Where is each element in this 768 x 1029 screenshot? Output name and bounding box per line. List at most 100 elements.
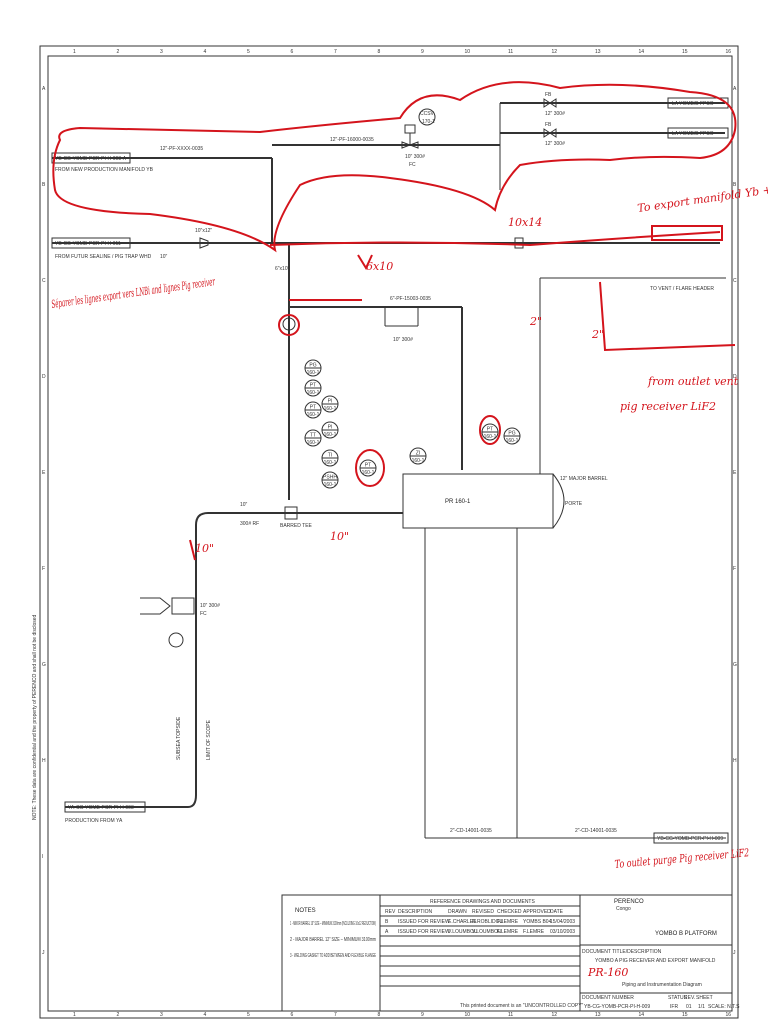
barred-tee-label: BARRED TEE (280, 523, 313, 529)
valve-label: 10" 300# (393, 337, 413, 343)
svg-text:PI: PI (328, 399, 333, 405)
valve-icon (543, 98, 551, 108)
svg-text:160-1: 160-1 (307, 390, 320, 396)
grid-col-label: 3 (160, 49, 163, 55)
pipe-inlet-run (187, 512, 403, 808)
diagram-type: Piping and Instrumentation Diagram (622, 982, 702, 988)
svg-text:PT: PT (310, 383, 316, 389)
svg-text:160-1: 160-1 (307, 370, 320, 376)
rev-cell: B (385, 919, 389, 925)
rev-cell: F.LEMRE (497, 919, 519, 925)
grid-row-label: E (733, 470, 737, 476)
rev-cell: YOMBS B04 (523, 919, 552, 925)
doc-title: YOMBO A PIG RECEIVER AND EXPORT MANIFOLD (595, 958, 716, 964)
svg-text:PT: PT (310, 405, 316, 411)
company-sub: Congo (616, 906, 631, 912)
markup-size-2a: 2" (529, 315, 542, 328)
rev-cell: R.ROBLIDOU (472, 919, 504, 925)
control-valve-body (171, 597, 195, 615)
grid-col-label: 11 (508, 1012, 513, 1018)
reducer-10x12-label: 10"x12" (195, 228, 212, 234)
to-vent-flare-label: TO VENT / FLARE HEADER (650, 286, 714, 292)
grid-column-labels: 1122334455667788991010111112121313141415… (73, 49, 731, 1018)
markup-size-10a: 10" (195, 542, 214, 555)
grid-col-label: 5 (247, 1012, 250, 1018)
grid-col-label: 14 (639, 1012, 645, 1018)
grid-col-label: 15 (682, 49, 688, 55)
offpage-tag-drain (653, 832, 729, 844)
rev-cell: ISSUED FOR REVIEW (398, 929, 450, 935)
grid-col-label: 16 (726, 1012, 732, 1018)
markup-arrow (357, 254, 373, 271)
tag-from-future: YB-CG-YOMB-PCR-PI-H-011 (55, 241, 121, 247)
drain-out-tag: YB-CG-YOMB-PCR-PI-H-009 (657, 836, 723, 842)
grid-col-label: 8 (378, 49, 381, 55)
markup-pt-circle (479, 415, 501, 445)
subsea-topside-label: SUBSEA TOPSIDE (176, 716, 182, 760)
grid-col-label: 12 (552, 1012, 558, 1018)
line-12pf-label: 12"-PF-XXXX-0035 (160, 146, 203, 152)
grid-row-label: F (42, 566, 45, 572)
markup-vent-route (599, 281, 736, 352)
status-value: IFR (670, 1004, 678, 1010)
notes-title: NOTES (295, 908, 316, 914)
grid-row-label: B (733, 182, 737, 188)
svg-text:ZI: ZI (416, 451, 420, 457)
markup-export-manifold: To export manifold Yb + LiF2 (637, 179, 768, 215)
rev-cell: A (385, 929, 389, 935)
grid-row-label: D (733, 374, 737, 380)
valve-10-300-label: 10" 300# (405, 154, 425, 160)
drawing-border (39, 45, 739, 1019)
grid-row-label: C (42, 278, 46, 284)
grid-col-label: 4 (204, 49, 207, 55)
offpage-tag-future (51, 237, 131, 249)
svg-text:PSHH: PSHH (323, 475, 337, 481)
rev-header: DRAWN (448, 909, 467, 915)
actuator-icon (140, 597, 171, 615)
markup-size-2b: 2" (591, 328, 604, 341)
rev-cell: 15/04/2003 (550, 919, 575, 925)
tag-production-ya: YA-CG-YOMB-PCR-PI-H-003 (68, 805, 134, 811)
svg-text:160-1: 160-1 (484, 434, 497, 440)
grid-row-label: B (42, 182, 46, 188)
markup-tick (189, 539, 196, 561)
svg-text:160-1: 160-1 (324, 406, 337, 412)
ccsv-tag: 170-1 (422, 119, 435, 125)
grid-row-label: A (733, 86, 737, 92)
pig-receiver-vessel (402, 473, 554, 529)
label-from-new-production: FROM NEW PRODUCTION MANIFOLD YB (55, 167, 154, 173)
grid-col-label: 13 (595, 1012, 601, 1018)
grid-col-label: 15 (682, 1012, 688, 1018)
ccsv-instrument (418, 108, 436, 126)
grid-col-label: 10 (465, 49, 471, 55)
markup-size-10x14: 10x14 (508, 216, 542, 229)
grid-row-label: C (733, 278, 737, 284)
rev-cell: V.LOUMBOU (472, 929, 502, 935)
grid-col-label: 2 (117, 49, 120, 55)
svg-text:PG: PG (309, 363, 316, 369)
rev-header: REVISED (472, 909, 494, 915)
markup-outlet-purge: To outlet purge Pig receiver LiF2 (614, 846, 750, 871)
rev-value: 01 (686, 1004, 692, 1010)
grid-col-label: 6 (291, 49, 294, 55)
barred-tee-icon (284, 506, 298, 520)
svg-text:PG: PG (508, 431, 515, 437)
grid-row-label: H (42, 758, 46, 764)
sheet-value: 1/1 (698, 1004, 705, 1010)
receiver-end-cap (552, 473, 565, 529)
svg-text:PT: PT (487, 427, 493, 433)
instrument-group: PG160-1PT160-1PI160-1PT160-1PI160-1TT160… (304, 359, 521, 489)
control-valve-right (408, 141, 419, 149)
rf-300-label: 300# RF (240, 521, 259, 527)
notes-list: 1 - MINOR BARREL 10" SIZE – MINIMUM 3100… (290, 921, 376, 959)
company-logo-text: PERENCO (614, 899, 644, 905)
instrument-bubble (168, 632, 184, 648)
rev-header: CHECKED (497, 909, 522, 915)
svg-text:160-1: 160-1 (412, 458, 425, 464)
